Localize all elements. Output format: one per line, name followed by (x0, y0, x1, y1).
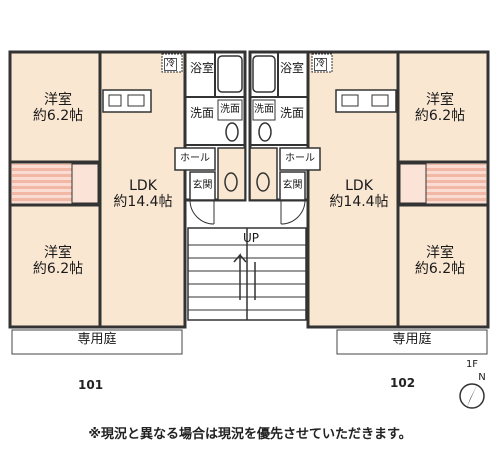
garden-101 (11, 329, 183, 355)
unit-number-101: 101 (78, 378, 104, 392)
stairs (187, 227, 307, 321)
ldk-label: LDK (129, 178, 157, 194)
western-room-label: 洋室 (44, 92, 72, 108)
ldk-label: LDK (345, 178, 373, 194)
hall-101: ホール (180, 153, 210, 164)
garden-102 (336, 329, 488, 355)
vanity-102: 洗面 (254, 104, 274, 115)
disclaimer-note: ※現況と異なる場合は現況を優先させていただきます。 (88, 427, 412, 442)
vanity-101: 洗面 (220, 104, 240, 115)
washroom-101: 洗面 (190, 106, 215, 120)
hall-102: ホール (285, 153, 315, 164)
western-room-label: 洋室 (426, 245, 454, 261)
closet-102 (426, 164, 486, 203)
fridge-102: 冷 (314, 58, 328, 71)
ldk-101: LDK 約14.4帖 (104, 178, 182, 210)
ldk-102: LDK 約14.4帖 (320, 178, 398, 210)
bath-102: 浴室 (280, 61, 305, 75)
washroom-102: 洗面 (280, 106, 305, 120)
western-room-102b: 洋室 約6.2帖 (412, 245, 468, 277)
western-room-size: 約6.2帖 (32, 261, 84, 278)
western-room-101b: 洋室 約6.2帖 (30, 245, 86, 277)
north-label: N (478, 372, 486, 383)
western-room-size: 約6.2帖 (414, 108, 466, 125)
entrance-102: 玄関 (282, 180, 303, 191)
garden-label-102: 専用庭 (392, 332, 432, 347)
wet-area-101 (174, 50, 247, 225)
wet-area-102 (248, 50, 321, 225)
kitchen-counter-102 (335, 89, 397, 113)
ldk-size: 約14.4帖 (113, 194, 173, 211)
unit-101 (8, 50, 187, 329)
closet-101 (12, 164, 72, 203)
western-room-label: 洋室 (44, 245, 72, 261)
bath-101: 浴室 (190, 61, 215, 75)
western-room-label: 洋室 (426, 92, 454, 108)
unit-102 (306, 50, 490, 329)
stairs-up-label: UP (242, 231, 260, 245)
fridge-101: 冷 (164, 58, 178, 71)
western-room-size: 約6.2帖 (414, 261, 466, 278)
unit-number-102: 102 (390, 376, 416, 390)
ldk-size: 約14.4帖 (329, 194, 389, 211)
western-room-101a: 洋室 約6.2帖 (30, 92, 86, 124)
entrance-101: 玄関 (192, 180, 213, 191)
western-room-102a: 洋室 約6.2帖 (412, 92, 468, 124)
garden-label-101: 専用庭 (77, 332, 117, 347)
western-room-size: 約6.2帖 (32, 108, 84, 125)
floor-label: 1F (465, 359, 479, 370)
compass-icon (459, 383, 485, 409)
